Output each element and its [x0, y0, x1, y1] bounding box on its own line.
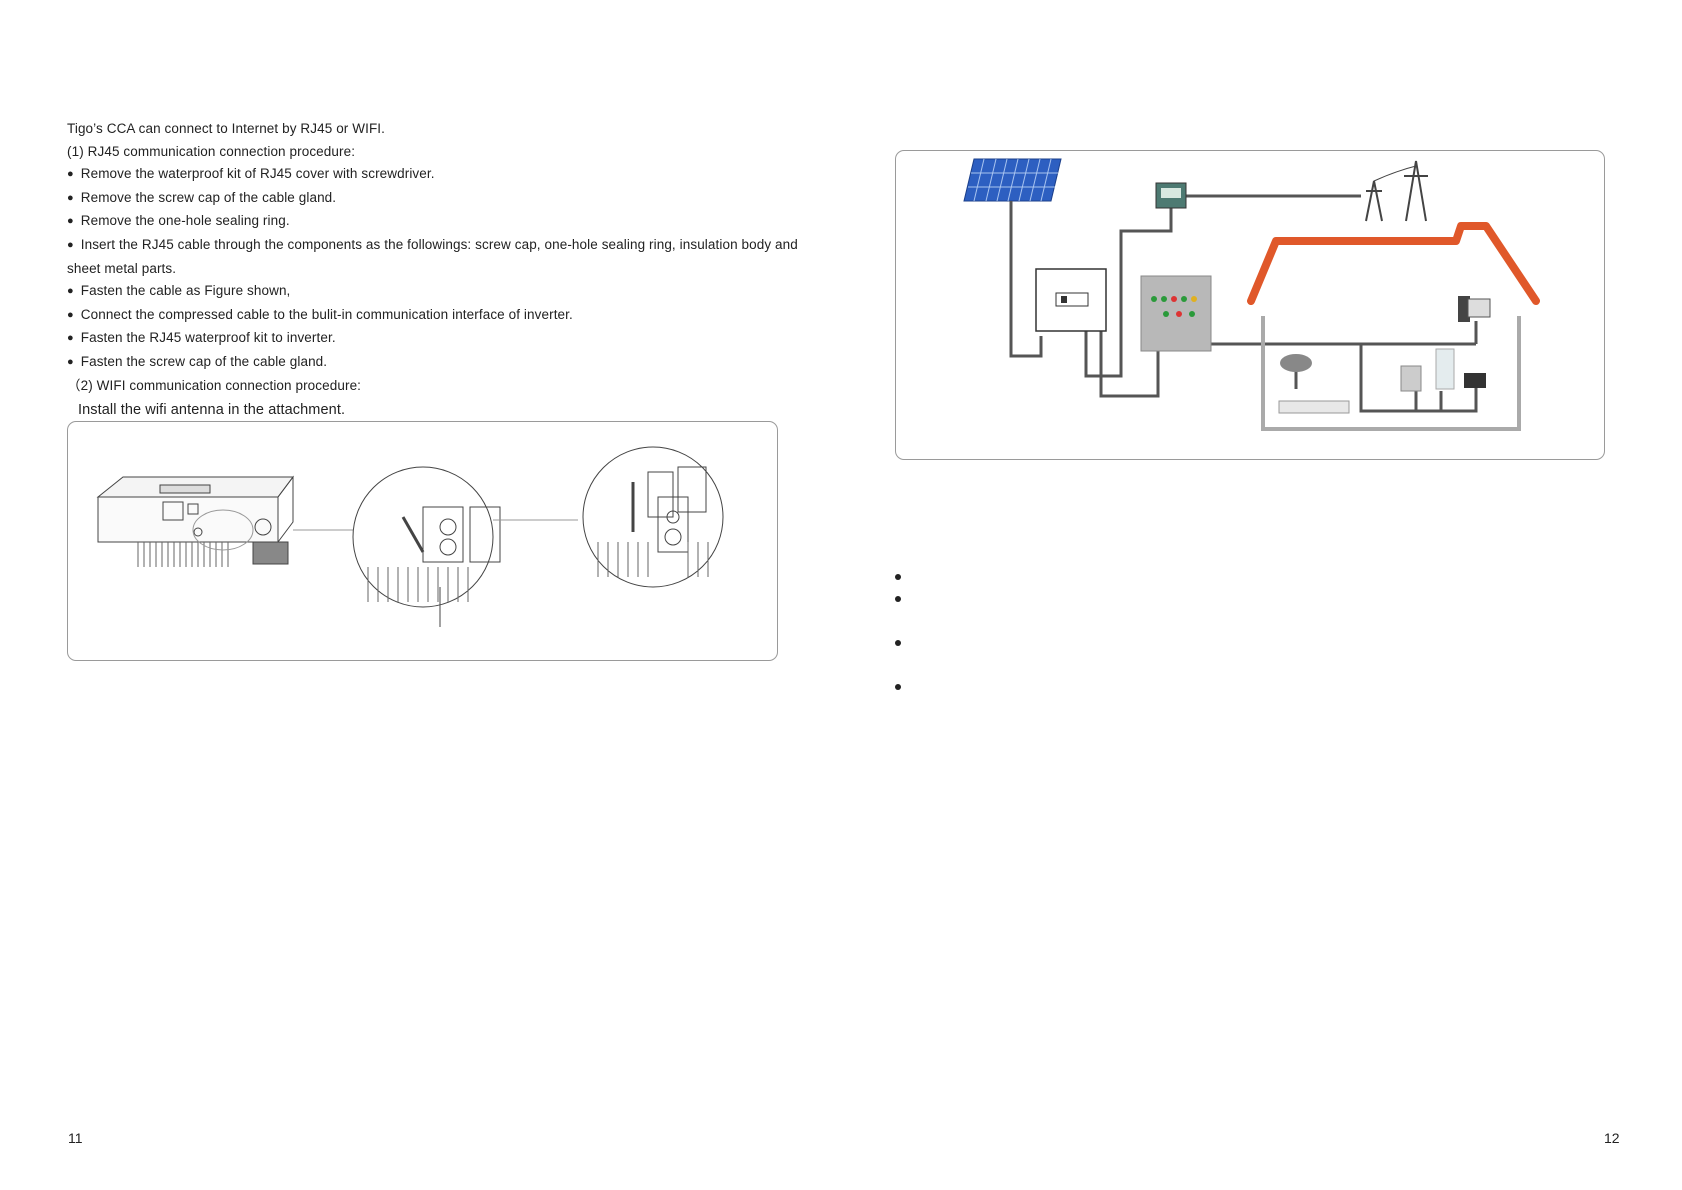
- router-icon: [1278, 354, 1350, 414]
- bullet-dot: [895, 684, 901, 690]
- inverter-illustration: [96, 446, 724, 627]
- bullet-item: Remove the waterproof kit of RJ45 cover …: [67, 163, 787, 187]
- bullet-item: Remove the screw cap of the cable gland.: [67, 187, 787, 211]
- bullet-dot: [895, 640, 901, 646]
- page-left: Tigo’s CCA can connect to Internet by RJ…: [0, 0, 841, 1190]
- system-diagram-figure: [895, 150, 1605, 460]
- inverter-icon: [1035, 268, 1107, 332]
- text-line: （2) WIFI communication connection proced…: [67, 377, 362, 393]
- fridge-icon: [1435, 348, 1455, 390]
- tv-icon: [1464, 373, 1486, 388]
- bullet-item: Fasten the cable as Figure shown,: [67, 280, 787, 304]
- page-number: 12: [1604, 1130, 1620, 1146]
- text-line: sheet metal parts.: [67, 260, 177, 276]
- text-line: (1) RJ45 communication connection proced…: [67, 143, 356, 159]
- solar-panel-icon: [963, 158, 1062, 202]
- bullet-item: Fasten the RJ45 waterproof kit to invert…: [67, 327, 787, 351]
- power-tower-icon: [1365, 160, 1428, 222]
- bullet-item: Connect the compressed cable to the buli…: [67, 304, 787, 328]
- computer-icon: [1458, 296, 1491, 322]
- page-number: 11: [68, 1130, 83, 1146]
- wifi-antenna-figure: [67, 421, 778, 661]
- text-line: Tigo’s CCA can connect to Internet by RJ…: [67, 121, 385, 136]
- house-roof-icon: [1247, 222, 1540, 305]
- instruction-text: Tigo’s CCA can connect to Internet by RJ…: [67, 118, 798, 422]
- text-line: Install the wifi antenna in the attachme…: [78, 402, 346, 419]
- washer-icon: [1400, 365, 1422, 392]
- distribution-box-icon: [1140, 275, 1212, 352]
- bullet-item: Remove the one-hole sealing ring.: [67, 210, 787, 234]
- house-wall: [1261, 316, 1521, 431]
- bullet-item: Fasten the screw cap of the cable gland.: [67, 351, 787, 375]
- pv-system-diagram: [963, 158, 1540, 431]
- bullet-dot: [895, 574, 901, 580]
- bullet-dot: [895, 596, 901, 602]
- meter-icon: [1155, 182, 1187, 209]
- bullet-item: Insert the RJ45 cable through the compon…: [67, 234, 798, 258]
